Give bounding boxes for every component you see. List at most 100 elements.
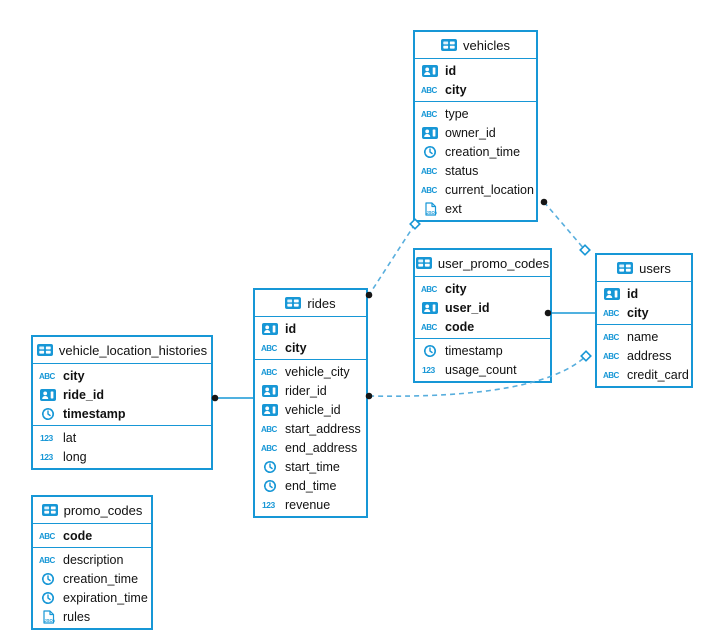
table-header: promo_codes <box>33 497 151 524</box>
primary-key-section: ABC city ride_id timestamp <box>33 364 211 426</box>
number-icon: 123 <box>261 498 279 512</box>
uuid-icon <box>261 403 279 417</box>
field-row: vehicle_id <box>255 400 366 419</box>
json-icon: JSON <box>39 609 57 624</box>
field-label: user_id <box>445 300 490 315</box>
table-icon <box>41 504 58 516</box>
primary-key-section: ABC city user_id ABC code <box>415 277 550 339</box>
field-label: id <box>627 286 639 301</box>
columns-section: timestamp 123 usage_count <box>415 339 550 381</box>
table-icon <box>415 257 432 269</box>
svg-text:ABC: ABC <box>421 186 438 195</box>
table-name: vehicle_location_histories <box>58 342 208 358</box>
table-name: users <box>639 260 671 276</box>
uuid-icon <box>39 388 57 402</box>
field-row: id <box>415 61 536 80</box>
field-label: owner_id <box>445 125 496 140</box>
uuid-icon <box>603 287 621 301</box>
table-node-vehicles[interactable]: vehicles id ABC city ABC type owner_id c… <box>413 30 538 222</box>
field-row: ABC type <box>415 104 536 123</box>
text-icon: ABC <box>261 341 279 355</box>
field-row: ABC city <box>33 366 211 385</box>
field-row: ABC end_address <box>255 438 366 457</box>
number-icon: 123 <box>421 363 439 377</box>
field-row: ABC current_location <box>415 180 536 199</box>
field-label: expiration_time <box>63 590 148 605</box>
text-icon: ABC <box>603 330 621 344</box>
svg-text:ABC: ABC <box>39 532 56 541</box>
field-label: usage_count <box>445 362 517 377</box>
field-label: revenue <box>285 497 331 512</box>
field-label: code <box>63 528 93 543</box>
svg-text:123: 123 <box>40 433 53 443</box>
table-header: vehicles <box>415 32 536 59</box>
field-row: id <box>255 319 366 338</box>
field-label: credit_card <box>627 367 689 382</box>
field-label: rules <box>63 609 91 624</box>
field-label: ext <box>445 201 462 216</box>
table-header: users <box>597 255 691 282</box>
field-label: name <box>627 329 659 344</box>
time-icon <box>421 145 439 159</box>
text-icon: ABC <box>261 365 279 379</box>
field-row: ABC city <box>415 279 550 298</box>
svg-text:ABC: ABC <box>421 167 438 176</box>
json-icon: JSON <box>421 201 439 216</box>
field-row: expiration_time <box>33 588 151 607</box>
table-node-vehicle_location_histories[interactable]: vehicle_location_histories ABC city ride… <box>31 335 213 470</box>
field-label: address <box>627 348 672 363</box>
svg-text:ABC: ABC <box>421 110 438 119</box>
field-label: end_time <box>285 478 337 493</box>
field-row: 123 long <box>33 447 211 466</box>
columns-section: 123 lat 123 long <box>33 426 211 468</box>
time-icon <box>39 591 57 605</box>
table-icon <box>36 344 53 356</box>
field-label: rider_id <box>285 383 327 398</box>
field-label: timestamp <box>445 343 503 358</box>
time-icon <box>261 479 279 493</box>
svg-text:ABC: ABC <box>603 352 620 361</box>
relationship-vehicles-users <box>540 198 591 256</box>
svg-text:JSON: JSON <box>44 617 55 622</box>
edge-diamond-marker <box>580 350 592 362</box>
table-node-rides[interactable]: rides id ABC city ABC vehicle_city rider… <box>253 288 368 518</box>
table-name: vehicles <box>463 37 510 53</box>
field-row: ABC code <box>33 526 151 545</box>
field-row: 123 lat <box>33 428 211 447</box>
field-row: JSON rules <box>33 607 151 626</box>
table-header: rides <box>255 290 366 317</box>
relationship-line <box>368 223 416 296</box>
field-label: current_location <box>445 182 534 197</box>
table-node-promo_codes[interactable]: promo_codes ABC code ABC description cre… <box>31 495 153 630</box>
table-name: user_promo_codes <box>437 255 550 271</box>
field-row: creation_time <box>415 142 536 161</box>
field-label: id <box>285 321 297 336</box>
edge-diamond-marker <box>579 244 591 256</box>
columns-section: ABC vehicle_city rider_id vehicle_id ABC… <box>255 360 366 516</box>
field-row: ABC name <box>597 327 691 346</box>
field-row: rider_id <box>255 381 366 400</box>
svg-text:ABC: ABC <box>261 444 278 453</box>
svg-text:JSON: JSON <box>426 209 437 214</box>
number-icon: 123 <box>39 450 57 464</box>
field-label: start_time <box>285 459 340 474</box>
table-node-users[interactable]: users id ABC city ABC name ABC address A… <box>595 253 693 388</box>
field-label: long <box>63 449 87 464</box>
text-icon: ABC <box>421 83 439 97</box>
field-label: description <box>63 552 124 567</box>
uuid-icon <box>421 126 439 140</box>
field-row: ABC city <box>415 80 536 99</box>
relationship-user_promo_codes-users <box>544 309 596 317</box>
time-icon <box>261 460 279 474</box>
relationship-vehicle_location_histories-rides <box>211 394 254 402</box>
table-node-user_promo_codes[interactable]: user_promo_codes ABC city user_id ABC co… <box>413 248 552 383</box>
field-row: ABC code <box>415 317 550 336</box>
text-icon: ABC <box>39 529 57 543</box>
field-row: owner_id <box>415 123 536 142</box>
text-icon: ABC <box>421 282 439 296</box>
field-row: ABC city <box>597 303 691 322</box>
field-row: end_time <box>255 476 366 495</box>
field-row: creation_time <box>33 569 151 588</box>
svg-text:ABC: ABC <box>603 371 620 380</box>
field-row: ABC status <box>415 161 536 180</box>
